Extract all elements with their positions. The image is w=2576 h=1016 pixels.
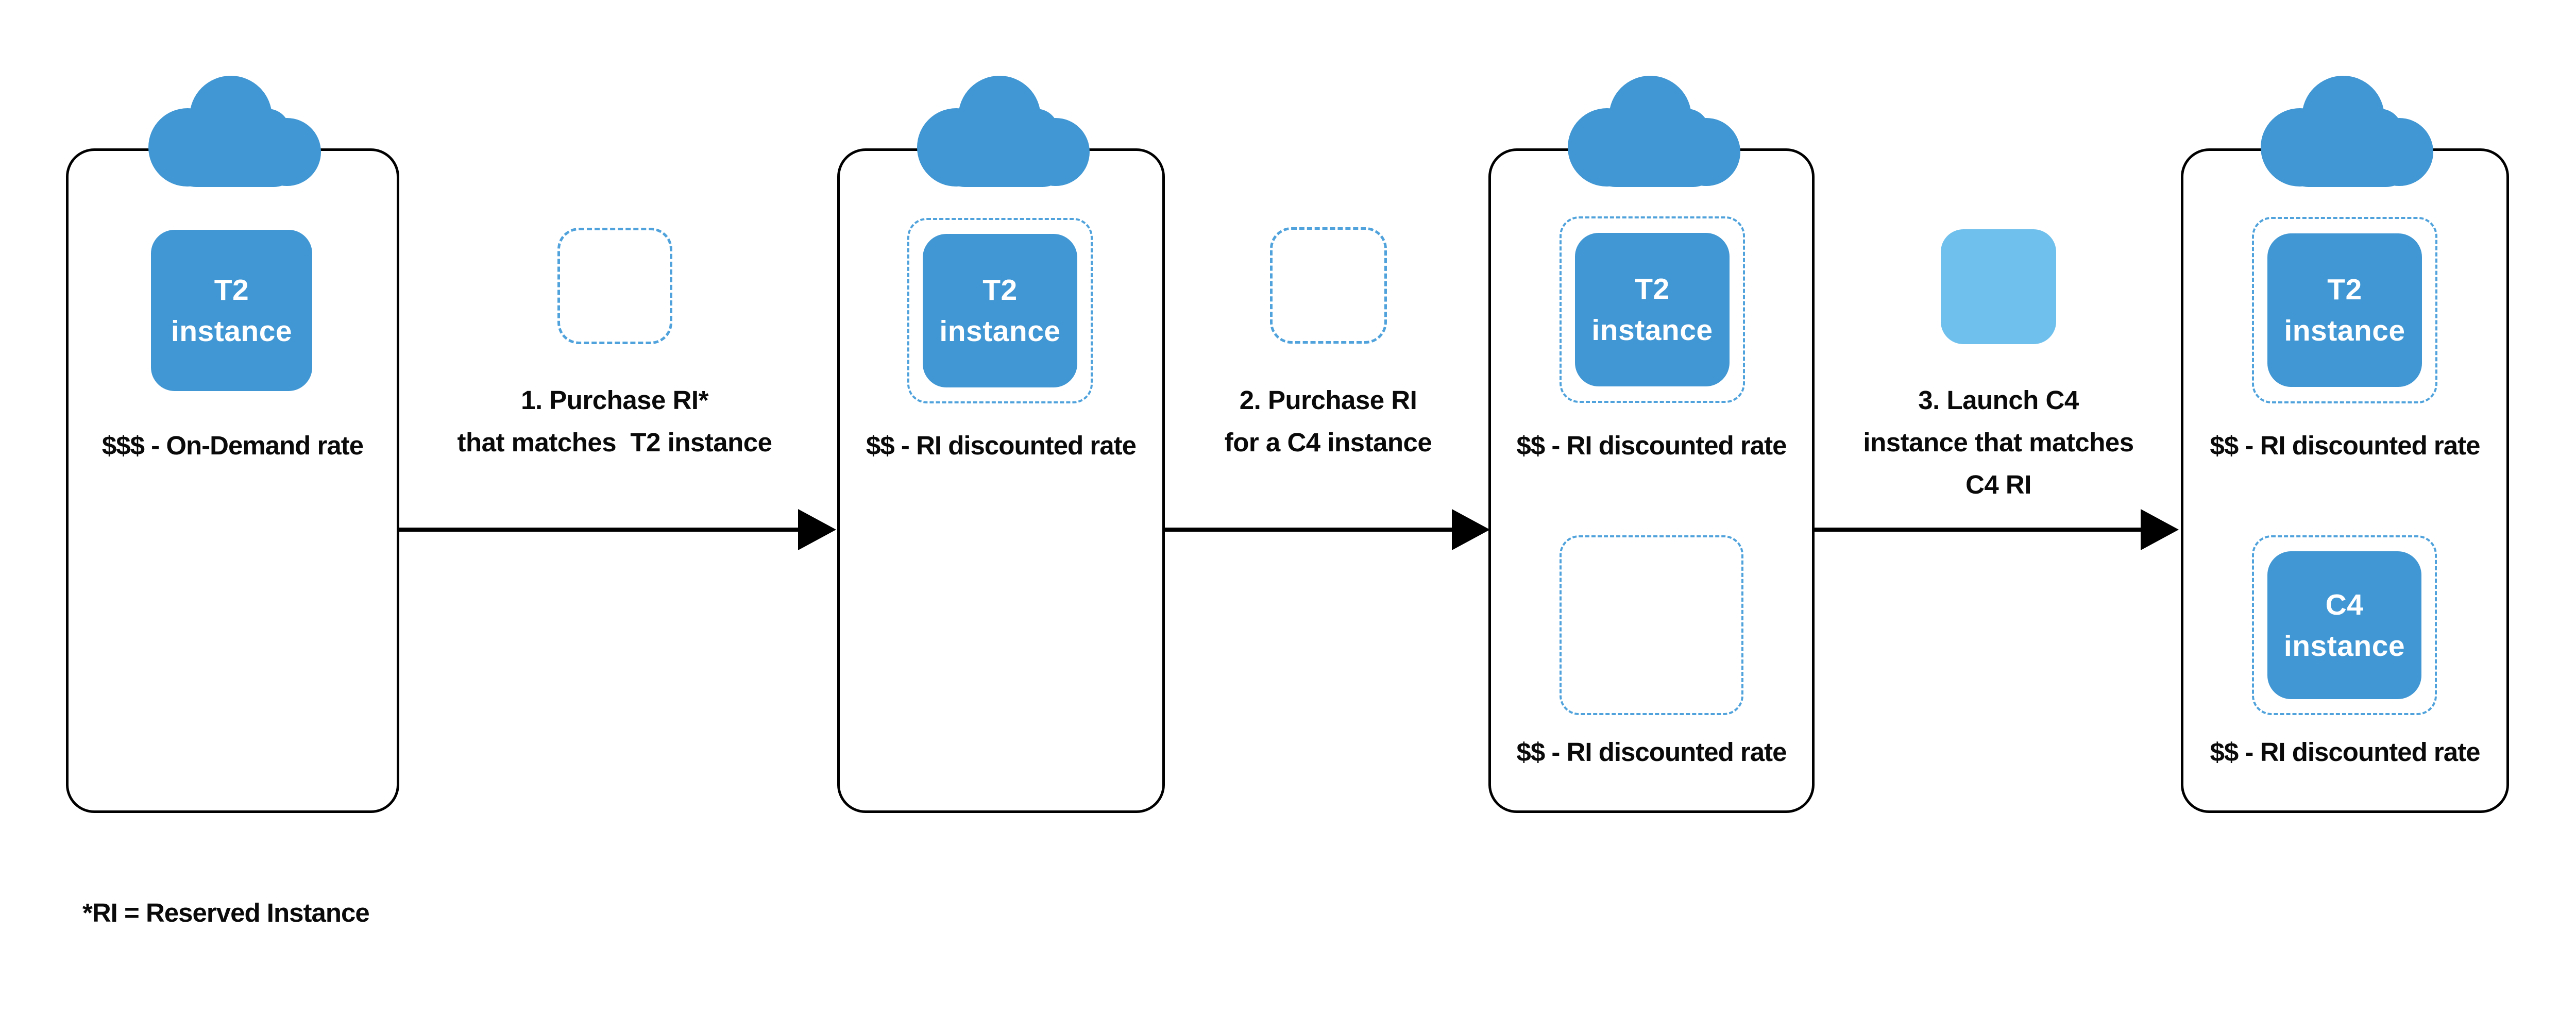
step-3-line-2: instance that matches: [1863, 428, 2134, 457]
rate-label: $$ - RI discounted rate: [1516, 737, 1787, 767]
empty-ri-slot: [1560, 535, 1743, 715]
arrow-3-line: [1815, 528, 2141, 532]
t2-instance-box: T2 instance: [2267, 233, 2422, 387]
ri-dashed-outline: C4 instance: [2252, 535, 2437, 715]
instance-name: C4: [2325, 588, 2364, 621]
step-3-label: 3. Launch C4 instance that matches C4 RI: [1741, 379, 2256, 506]
cloud-icon: [1568, 76, 1740, 187]
cloud-icon: [148, 76, 321, 187]
instance-type-label: instance: [2283, 629, 2405, 663]
arrow-1-head: [798, 509, 836, 550]
step-3-line-3: C4 RI: [1965, 470, 2031, 499]
arrow-3-head: [2141, 509, 2179, 550]
instance-type-label: instance: [2284, 314, 2405, 347]
cloud-icon: [2261, 76, 2433, 187]
ri-dashed-outline: T2 instance: [1560, 216, 1745, 403]
arrow-1-line: [399, 528, 799, 532]
ri-dashed-outline: T2 instance: [907, 218, 1093, 403]
arrow-2-head: [1452, 509, 1490, 550]
instance-name: T2: [214, 273, 249, 307]
instance-name: T2: [2327, 273, 2362, 306]
step-3-line-1: 3. Launch C4: [1918, 385, 2079, 415]
step-1-line-1: 1. Purchase RI*: [521, 385, 708, 415]
panel-3-ri-with-unused-ri: [1488, 148, 1815, 813]
step-2-ri-placeholder-box: [1270, 227, 1387, 344]
rate-label: $$$ - On-Demand rate: [101, 431, 364, 460]
step-3-c4-instance-box: [1941, 229, 2056, 344]
t2-instance-box: T2 instance: [1575, 233, 1730, 386]
rate-label: $$ - RI discounted rate: [866, 431, 1137, 460]
step-2-line-2: for a C4 instance: [1224, 428, 1432, 457]
instance-type-label: instance: [171, 314, 293, 348]
cloud-icon: [917, 76, 1090, 187]
footnote: *RI = Reserved Instance: [82, 898, 370, 927]
rate-label: $$ - RI discounted rate: [2210, 737, 2481, 767]
rate-label: $$ - RI discounted rate: [1516, 431, 1787, 460]
instance-type-label: instance: [1591, 314, 1713, 347]
ri-dashed-outline: T2 instance: [2252, 217, 2437, 403]
step-1-ri-placeholder-box: [557, 228, 672, 344]
arrow-2-line: [1165, 528, 1453, 532]
t2-instance-box: T2 instance: [151, 230, 312, 391]
step-2-line-1: 2. Purchase RI: [1239, 385, 1417, 415]
instance-type-label: instance: [939, 315, 1061, 348]
instance-name: T2: [1635, 273, 1670, 306]
step-2-label: 2. Purchase RI for a C4 instance: [1071, 379, 1586, 464]
t2-instance-box: T2 instance: [923, 234, 1077, 387]
rate-label: $$ - RI discounted rate: [2210, 431, 2481, 460]
instance-name: T2: [982, 274, 1018, 307]
step-1-label: 1. Purchase RI* that matches T2 instance: [357, 379, 872, 464]
c4-instance-box: C4 instance: [2267, 551, 2421, 699]
step-1-line-2: that matches T2 instance: [457, 428, 772, 457]
